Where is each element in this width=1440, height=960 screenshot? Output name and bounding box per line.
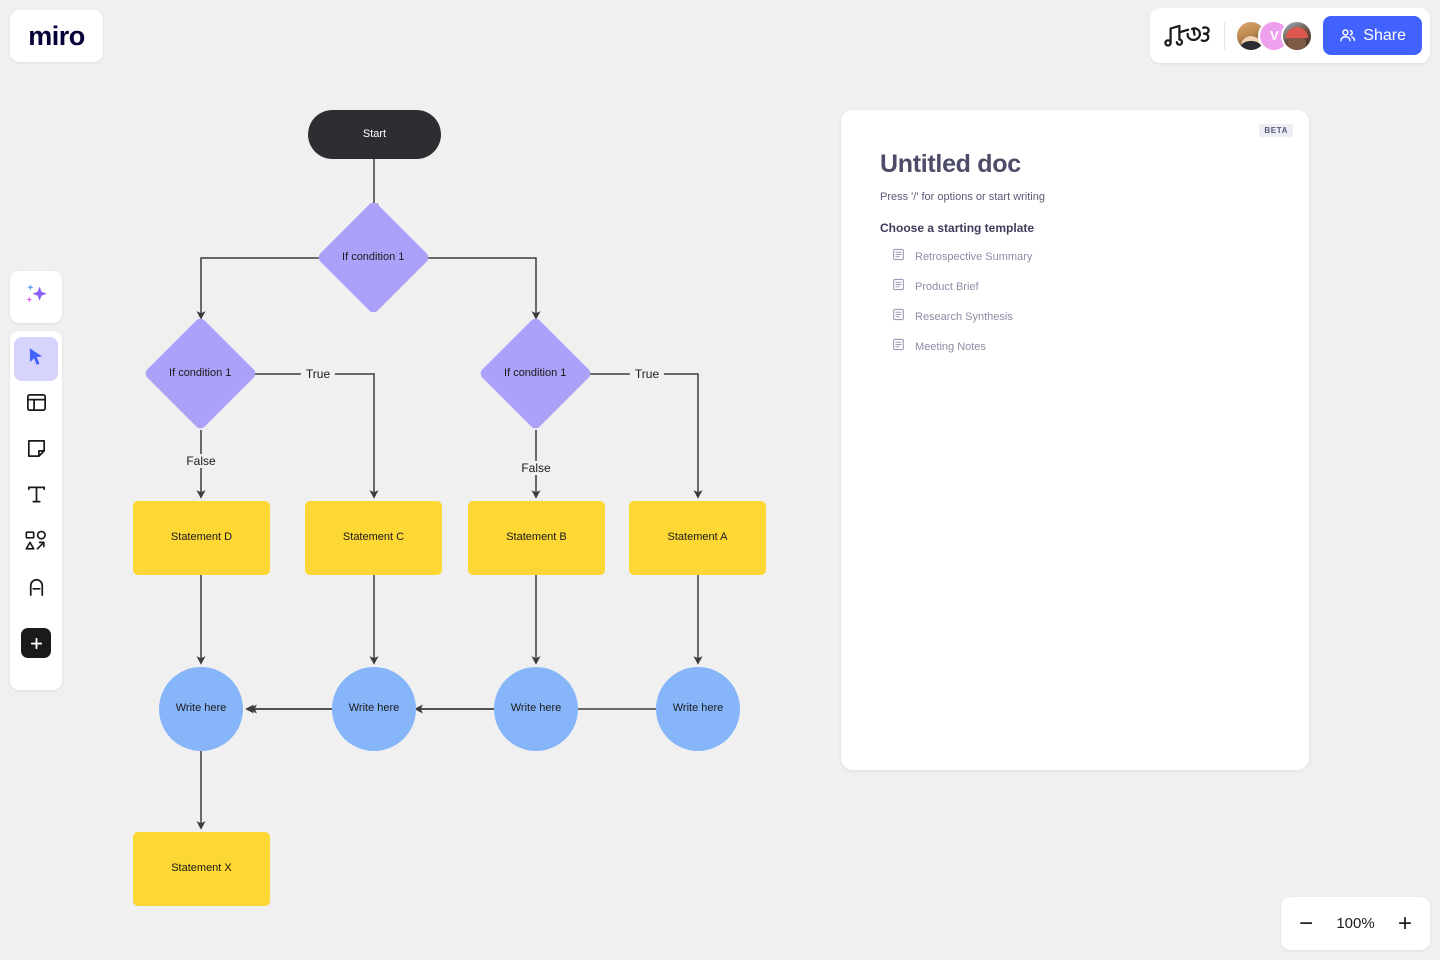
document-icon — [892, 248, 905, 266]
flow-node-statement-b[interactable]: Statement B — [468, 501, 605, 575]
sidebar-item-more-apps-tool[interactable] — [14, 621, 58, 665]
document-body: Untitled doc Press '/' for options or st… — [841, 110, 1309, 357]
template-item-retrospective-summary[interactable]: Retrospective Summary — [892, 247, 1270, 267]
plus-icon — [21, 628, 51, 658]
flow-node-label: Write here — [510, 702, 562, 715]
template-item-label: Retrospective Summary — [915, 251, 1033, 263]
flow-node-label: Statement C — [342, 531, 405, 544]
flow-node-circle-2[interactable]: Write here — [332, 667, 416, 751]
flow-node-circle-1[interactable]: Write here — [159, 667, 243, 751]
document-placeholder-hint[interactable]: Press '/' for options or start writing — [880, 191, 1045, 203]
toolbar-divider — [1224, 21, 1226, 50]
template-item-label: Product Brief — [915, 281, 979, 293]
sidebar-item-text-tool[interactable] — [14, 475, 58, 519]
document-icon — [892, 308, 905, 326]
sidebar-item-templates-tool[interactable] — [14, 383, 58, 427]
document-panel[interactable]: BETA Untitled doc Press '/' for options … — [841, 110, 1309, 770]
starting-template-list: Retrospective Summary Product Brief — [880, 247, 1270, 357]
text-t-icon — [25, 483, 48, 511]
left-toolbar — [10, 331, 62, 690]
beta-badge: BETA — [1259, 124, 1293, 137]
document-icon — [892, 338, 905, 356]
flow-node-label: Write here — [348, 702, 400, 715]
flow-node-decision-2[interactable]: If condition 1 — [478, 316, 593, 431]
top-right-bar: V Share — [1150, 8, 1430, 63]
zoom-in-button[interactable]: + — [1397, 909, 1412, 937]
share-button-label: Share — [1363, 26, 1406, 44]
flow-node-label: If condition 1 — [169, 366, 232, 379]
sidebar-item-pen-tool[interactable] — [14, 567, 58, 611]
template-frame-icon — [25, 391, 48, 419]
flow-node-label: Statement A — [667, 531, 728, 544]
flow-node-decision-0[interactable]: If condition 1 — [316, 200, 431, 315]
flow-node-label: Write here — [672, 702, 724, 715]
flow-node-label: If condition 1 — [342, 250, 405, 263]
pen-icon — [25, 575, 48, 603]
flow-node-label: If condition 1 — [504, 366, 567, 379]
miro-logo-text: miro — [28, 20, 85, 51]
edge-label-false-left: False — [181, 454, 221, 468]
zoom-level-value: 100% — [1336, 915, 1375, 932]
flow-node-statement-x[interactable]: Statement X — [133, 832, 270, 906]
flow-node-statement-a[interactable]: Statement A — [629, 501, 766, 575]
flow-node-label: Statement X — [171, 862, 232, 875]
people-icon — [1339, 27, 1356, 44]
template-item-meeting-notes[interactable]: Meeting Notes — [892, 337, 1270, 357]
sidebar-item-sticky-note-tool[interactable] — [14, 429, 58, 473]
share-button[interactable]: Share — [1323, 16, 1422, 55]
sidebar-item-shapes-tool[interactable] — [14, 521, 58, 565]
collaborator-avatars: V — [1235, 19, 1314, 52]
zoom-control: − 100% + — [1281, 897, 1430, 950]
zoom-out-button[interactable]: − — [1299, 909, 1314, 937]
template-item-label: Meeting Notes — [915, 341, 986, 353]
sticky-note-icon — [25, 437, 48, 465]
document-title[interactable]: Untitled doc — [880, 150, 1021, 178]
music-doodle-icon[interactable] — [1162, 20, 1214, 52]
template-item-research-synthesis[interactable]: Research Synthesis — [892, 307, 1270, 327]
document-icon — [892, 278, 905, 296]
edge-label-true-right: True — [629, 367, 665, 381]
flow-node-label: Statement B — [506, 531, 567, 544]
template-item-product-brief[interactable]: Product Brief — [892, 277, 1270, 297]
flow-node-start[interactable]: Start — [308, 110, 441, 159]
avatar[interactable] — [1281, 19, 1314, 52]
ai-sparkles-tool[interactable] — [10, 271, 62, 323]
flow-node-circle-4[interactable]: Write here — [656, 667, 740, 751]
ai-sparkles-icon — [21, 280, 51, 315]
miro-logo[interactable]: miro — [10, 10, 103, 62]
flow-node-decision-1[interactable]: If condition 1 — [143, 316, 258, 431]
edge-label-false-right: False — [516, 461, 556, 475]
shapes-icon — [24, 529, 48, 558]
template-item-label: Research Synthesis — [915, 311, 1013, 323]
flow-node-circle-3[interactable]: Write here — [494, 667, 578, 751]
flow-node-statement-d[interactable]: Statement D — [133, 501, 270, 575]
edge-label-true-left: True — [300, 367, 336, 381]
cursor-icon — [25, 346, 47, 373]
flow-node-label: Start — [362, 127, 387, 140]
starting-template-heading: Choose a starting template — [880, 221, 1035, 235]
flow-node-label: Statement D — [170, 531, 233, 544]
flow-node-statement-c[interactable]: Statement C — [305, 501, 442, 575]
sidebar-item-select-tool[interactable] — [14, 337, 58, 381]
flow-node-label: Write here — [175, 702, 227, 715]
